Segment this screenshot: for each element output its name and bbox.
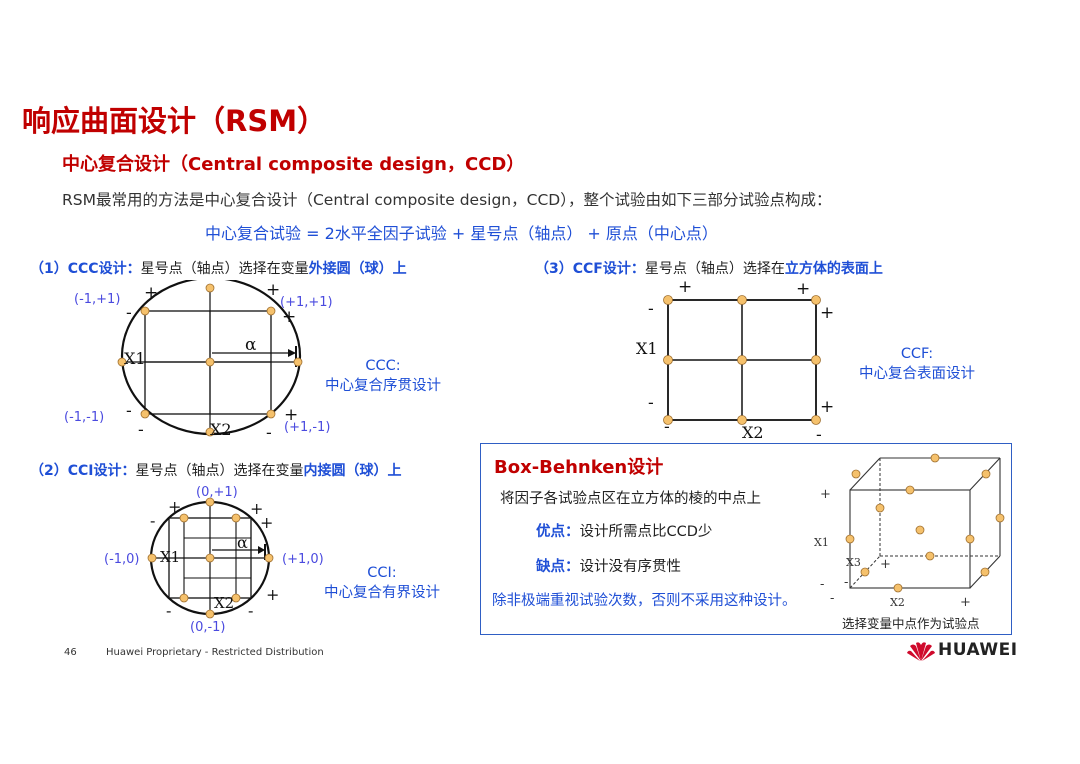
huawei-logo-text: HUAWEI	[938, 640, 1018, 660]
ccf-caption-line2: 中心复合表面设计	[859, 366, 975, 382]
bb-con-key: 缺点：	[536, 559, 580, 575]
svg-text:-: -	[138, 420, 144, 440]
svg-text:+: +	[250, 499, 263, 518]
svg-text:+: +	[678, 278, 692, 297]
svg-text:+: +	[960, 595, 971, 610]
ccc-caption-line2: 中心复合序贯设计	[325, 378, 441, 394]
ccf-emph: 立方体的表面上	[784, 261, 883, 277]
ccf-desc: 星号点（轴点）选择在	[644, 261, 785, 277]
svg-text:-: -	[248, 601, 253, 620]
cci-header: （2）CCI设计：星号点（轴点）选择在变量内接圆（球）上	[30, 460, 402, 480]
ccc-diagram: + + - + - + - - X1 X2 α	[117, 280, 303, 443]
bb-desc: 将因子各试验点区在立方体的棱的中点上	[500, 491, 761, 507]
cci-label-right: (+1,0)	[282, 552, 324, 567]
svg-text:-: -	[648, 299, 654, 319]
svg-text:+: +	[266, 585, 279, 604]
ccf-diagram: + + - + - + - - X1 X2	[636, 278, 834, 440]
ccf-num: （3）	[535, 261, 573, 277]
cci-num: （2）	[30, 463, 68, 479]
ccc-key: CCC设计：	[67, 261, 141, 277]
ccc-x1-label: X1	[124, 349, 146, 368]
ccf-x2-label: X2	[742, 423, 764, 440]
svg-text:-: -	[266, 423, 272, 443]
svg-text:+: +	[168, 497, 181, 516]
svg-text:+: +	[820, 487, 831, 502]
svg-text:+: +	[266, 280, 280, 300]
section-subtitle: 中心复合设计（Central composite design，CCD）	[62, 154, 525, 175]
ccc-num: （1）	[30, 261, 68, 277]
bb-pros: 优点：设计所需点比CCD少	[536, 520, 712, 541]
ccc-desc: 星号点（轴点）选择在变量	[140, 261, 309, 277]
cci-points	[147, 497, 274, 619]
cci-label-bottom: (0,-1)	[190, 620, 226, 635]
ccc-header: （1）CCC设计：星号点（轴点）选择在变量外接圆（球）上	[30, 258, 407, 278]
cci-alpha-label: α	[237, 533, 248, 552]
bb-x1-label: X1	[814, 536, 829, 549]
ccf-key: CCF设计：	[572, 261, 645, 277]
ccc-points	[117, 283, 303, 437]
cci-x1-label: X1	[160, 548, 180, 566]
cci-caption-line2: 中心复合有界设计	[324, 585, 440, 601]
bb-caption: 选择变量中点作为试验点	[842, 616, 980, 631]
huawei-logo-icon	[907, 642, 935, 661]
bb-points	[845, 453, 1005, 593]
bb-pro-key: 优点：	[536, 524, 580, 540]
svg-text:-: -	[816, 425, 822, 440]
ccc-label-tl: (-1,+1)	[74, 292, 121, 307]
ccc-label-bl: (-1,-1)	[64, 410, 105, 425]
svg-text:+: +	[284, 405, 298, 425]
bb-title: Box-Behnken设计	[494, 457, 664, 478]
svg-text:+: +	[260, 513, 273, 532]
cci-diagram: + + - + - - + X1 X2 α	[147, 497, 279, 620]
svg-text:+: +	[796, 279, 810, 299]
svg-text:-: -	[648, 393, 654, 413]
svg-text:+: +	[282, 307, 296, 327]
cci-desc: 星号点（轴点）选择在变量	[135, 463, 304, 479]
bb-note: 除非极端重视试验次数，否则不采用这种设计。	[492, 593, 797, 609]
svg-text:-: -	[166, 601, 171, 620]
cci-key: CCI设计：	[67, 463, 136, 479]
cci-label-top: (0,+1)	[196, 485, 238, 500]
ccf-points	[663, 295, 821, 425]
svg-text:-: -	[844, 575, 848, 590]
ccc-emph: 外接圆（球）上	[308, 261, 407, 277]
ccf-header: （3）CCF设计：星号点（轴点）选择在立方体的表面上	[535, 258, 883, 278]
svg-text:+: +	[880, 557, 891, 572]
slide-title: 响应曲面设计（RSM）	[22, 104, 327, 138]
ccf-caption: CCF: 中心复合表面设计	[852, 346, 982, 383]
bb-pro-text: 设计所需点比CCD少	[579, 524, 713, 540]
ccc-label-tr: (+1,+1)	[280, 295, 333, 310]
svg-text:+: +	[820, 397, 834, 417]
formula-text: 中心复合试验 = 2水平全因子试验 + 星号点（轴点） + 原点（中心点）	[205, 224, 718, 243]
ccc-alpha-label: α	[245, 335, 257, 355]
ccc-x2-label: X2	[210, 420, 232, 439]
ccf-caption-line1: CCF:	[900, 346, 934, 362]
cci-x2-label: X2	[214, 594, 234, 612]
footer-distribution-text: Huawei Proprietary - Restricted Distribu…	[106, 647, 324, 658]
bb-x3-label: X3	[846, 556, 861, 569]
svg-text:-: -	[664, 417, 670, 437]
ccc-caption: CCC: 中心复合序贯设计	[318, 358, 448, 395]
intro-text: RSM最常用的方法是中心复合设计（Central composite desig…	[62, 191, 832, 209]
ccc-caption-line1: CCC:	[365, 358, 401, 374]
bb-con-text: 设计没有序贯性	[579, 559, 682, 575]
page-number: 46	[64, 647, 77, 658]
svg-text:-: -	[820, 577, 824, 592]
svg-text:-: -	[126, 303, 132, 323]
cci-caption-line1: CCI:	[367, 565, 397, 581]
svg-text:+: +	[820, 303, 834, 323]
ccc-label-br: (+1,-1)	[284, 420, 331, 435]
bb-cons: 缺点：设计没有序贯性	[536, 555, 681, 576]
ccf-x1-label: X1	[636, 339, 658, 358]
svg-text:+: +	[144, 283, 158, 303]
box-behnken-panel	[480, 443, 1012, 635]
bb-x2-label: X2	[890, 596, 905, 609]
cci-label-left: (-1,0)	[104, 552, 140, 567]
svg-text:-: -	[126, 401, 132, 421]
svg-text:-: -	[150, 511, 155, 530]
cci-caption: CCI: 中心复合有界设计	[316, 565, 448, 602]
cci-emph: 内接圆（球）上	[303, 463, 402, 479]
bb-cube-diagram: + + - - - + X1 X2 X3	[814, 453, 1005, 610]
svg-text:-: -	[830, 591, 834, 606]
